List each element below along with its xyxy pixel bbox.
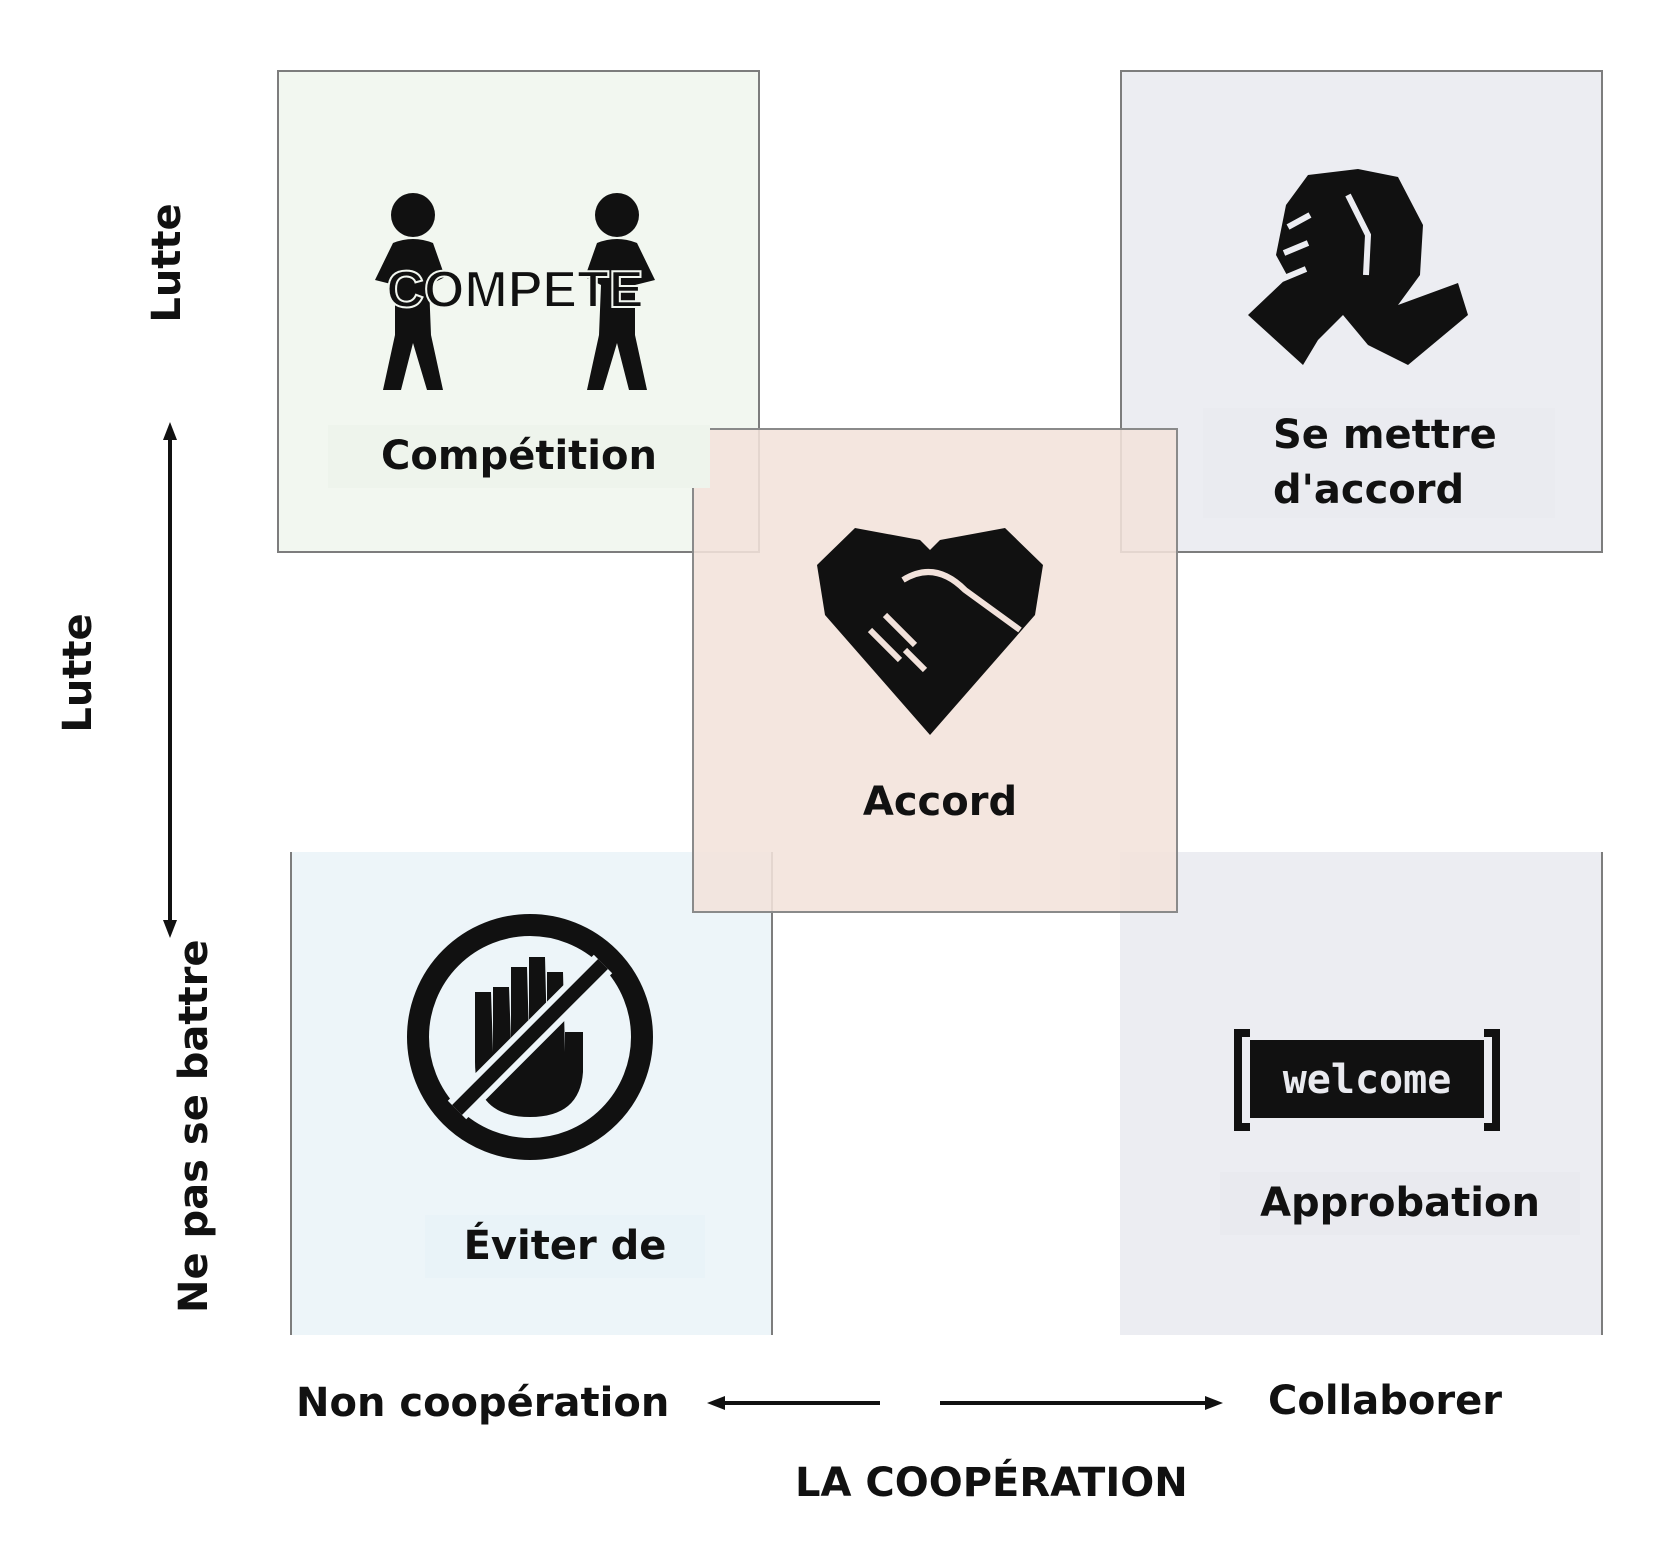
eviter-label: Éviter de (425, 1215, 705, 1279)
se-mettre-daccord-label: Se mettre d'accord (1203, 408, 1555, 519)
x-axis-title: LA COOPÉRATION (795, 1460, 1188, 1506)
stop-hand-icon (407, 914, 653, 1160)
compete-banner-text: COMPETE (386, 261, 643, 319)
y-axis-title: Lutte (55, 613, 101, 733)
fist-bump-icon (1248, 169, 1468, 365)
y-axis-top-label: Lutte (144, 203, 190, 323)
vertical-axis-arrow (163, 422, 177, 938)
horizontal-axis-arrow (707, 1396, 1223, 1410)
x-axis-left-label: Non coopération (296, 1380, 670, 1426)
se-mettre-daccord-line-2: d'accord (1273, 467, 1465, 514)
se-mettre-daccord-line-1: Se mettre (1273, 412, 1497, 458)
handshake-heart-icon (817, 528, 1043, 735)
compete-figures-icon: COMPETE (375, 193, 655, 390)
approbation-label: Approbation (1220, 1172, 1580, 1236)
accord-label: Accord (862, 779, 1018, 825)
x-axis-right-label: Collaborer (1268, 1378, 1502, 1424)
competition-label: Compétition (328, 425, 710, 489)
welcome-banner-text: welcome (1283, 1057, 1452, 1103)
welcome-banner-icon: welcome (1234, 1029, 1500, 1131)
y-axis-bottom-label: Ne pas se battre (171, 939, 217, 1313)
